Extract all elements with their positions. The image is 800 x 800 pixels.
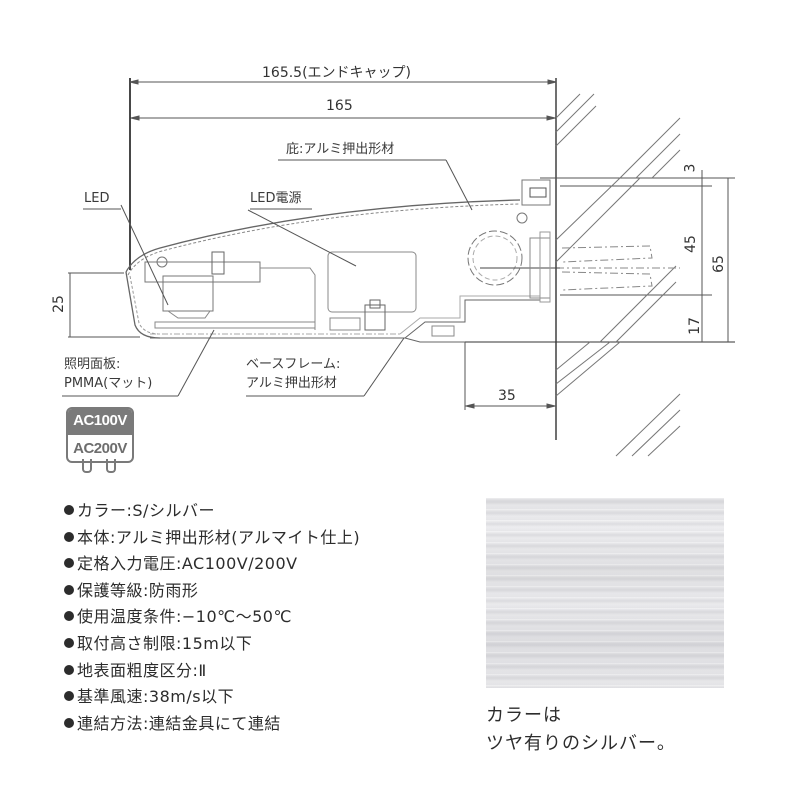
spec-item: 地表面粗度区分:Ⅱ xyxy=(64,658,360,685)
bullet-icon xyxy=(64,717,74,728)
cross-section-drawing xyxy=(62,78,735,457)
label-panel-line2: PMMA(マット) xyxy=(64,376,153,391)
spec-item: 取付高さ制限:15m以下 xyxy=(64,631,360,658)
dim-total-height: 65 xyxy=(710,255,727,273)
dim-mount-span: 45 xyxy=(682,235,699,253)
bullet-icon xyxy=(64,584,74,595)
voltage-badge-box: AC100V AC200V xyxy=(66,407,134,463)
spec-list: カラー:S/シルバー 本体:アルミ押出形材(アルマイト仕上) 定格入力電圧:AC… xyxy=(64,498,360,737)
swatch-caption-line2: ツヤ有りのシルバー。 xyxy=(486,733,676,754)
spec-item: 保護等級:防雨形 xyxy=(64,578,360,605)
spec-item: 基準風速:38m/s以下 xyxy=(64,684,360,711)
plug-leg-right xyxy=(106,459,116,473)
label-canopy: 庇:アルミ押出形材 xyxy=(286,142,395,157)
bullet-icon xyxy=(64,531,74,542)
dim-wall-depth: 35 xyxy=(498,388,516,404)
spec-item: 定格入力電圧:AC100V/200V xyxy=(64,551,360,578)
spec-item: 本体:アルミ押出形材(アルマイト仕上) xyxy=(64,525,360,552)
label-base-line2: アルミ押出形材 xyxy=(246,376,337,391)
label-led-power: LED電源 xyxy=(250,191,302,206)
dim-overall-width: 165 xyxy=(326,98,353,114)
label-led: LED xyxy=(84,191,110,206)
voltage-badge-ac200: AC200V xyxy=(68,433,132,461)
color-swatch-silver xyxy=(486,498,724,688)
bullet-icon xyxy=(64,558,74,569)
dim-overall-width-endcap: 165.5(エンドキャップ) xyxy=(262,65,412,81)
dim-front-height: 25 xyxy=(50,295,67,313)
bullet-icon xyxy=(64,611,74,622)
label-panel-line1: 照明面板: xyxy=(64,357,121,372)
power-voltage-icon: AC100V AC200V xyxy=(66,407,134,473)
bullet-icon xyxy=(64,691,74,702)
label-base-line1: ベースフレーム: xyxy=(246,357,341,372)
spec-item: 連結方法:連結金具にて連結 xyxy=(64,711,360,738)
bullet-icon xyxy=(64,637,74,648)
dim-top-gap: 3 xyxy=(682,163,699,173)
swatch-caption-line1: カラーは xyxy=(486,705,562,726)
swatch-caption: カラーは ツヤ有りのシルバー。 xyxy=(486,702,676,758)
bullet-icon xyxy=(64,505,74,515)
spec-item: 使用温度条件:−10℃〜50℃ xyxy=(64,604,360,631)
dim-bottom-offset: 17 xyxy=(686,317,703,335)
spec-item: カラー:S/シルバー xyxy=(64,498,360,525)
plug-leg-left xyxy=(82,459,92,473)
voltage-badge-ac100: AC100V xyxy=(68,409,132,433)
bullet-icon xyxy=(64,664,74,675)
